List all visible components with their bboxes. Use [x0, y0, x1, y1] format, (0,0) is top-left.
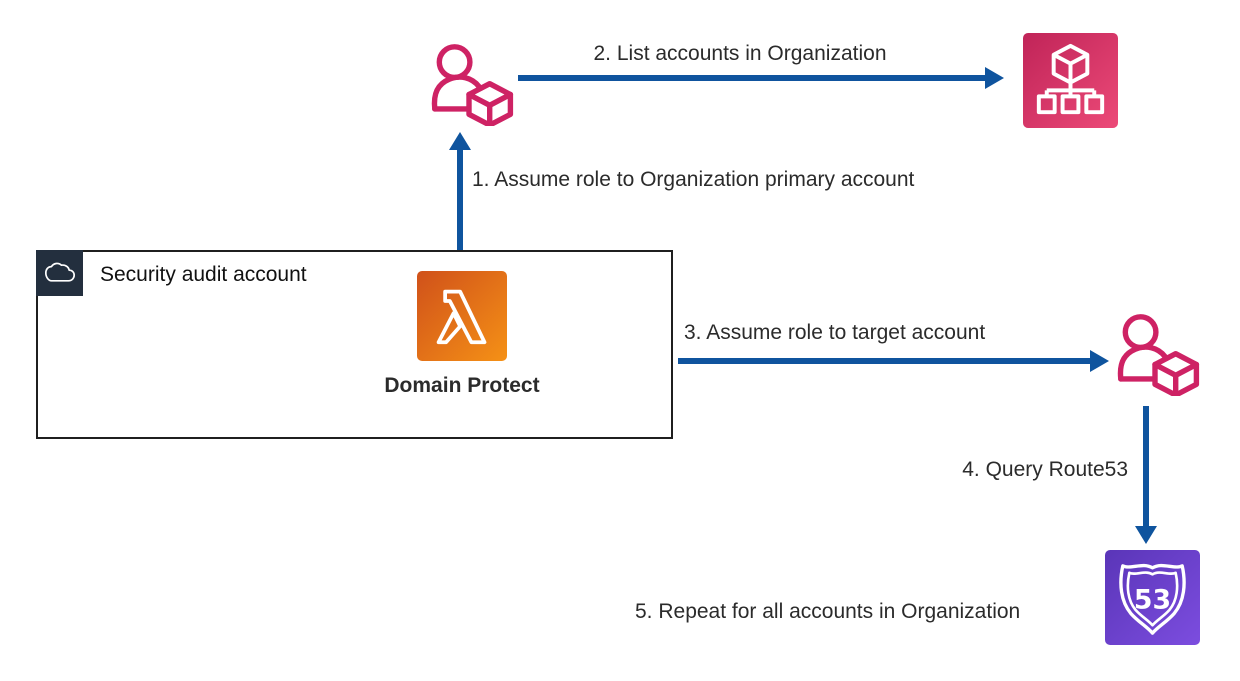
security-account-box: Security audit account Domain Protect — [36, 250, 673, 439]
arrow-step1-head — [449, 132, 471, 150]
step1-label: 1. Assume role to Organization primary a… — [472, 168, 915, 191]
step2-label: 2. List accounts in Organization — [593, 42, 887, 65]
arrow-step3-head — [1090, 350, 1109, 372]
arrow-step3-line — [678, 358, 1090, 364]
route53-icon: 53 — [1105, 550, 1200, 645]
step5-label: 5. Repeat for all accounts in Organizati… — [635, 600, 1021, 623]
arrow-step2-line — [518, 75, 985, 81]
lambda-caption: Domain Protect — [384, 374, 540, 397]
arrow-step1-line — [457, 150, 463, 250]
aws-lambda-icon — [417, 271, 507, 361]
iam-role-node-top — [424, 36, 514, 126]
arrow-step4-line — [1143, 406, 1149, 526]
organizations-node — [1023, 33, 1118, 128]
iam-role-icon — [424, 36, 514, 126]
iam-role-icon — [1110, 306, 1200, 396]
account-badge — [36, 250, 83, 296]
route53-node: 53 — [1105, 550, 1200, 645]
security-box-title: Security audit account — [100, 263, 307, 286]
step3-label: 3. Assume role to target account — [684, 321, 986, 344]
aws-cloud-icon — [43, 260, 77, 286]
arrow-step4-head — [1135, 526, 1157, 544]
route53-shield-text: 53 — [1134, 584, 1171, 615]
lambda-node — [417, 271, 507, 361]
iam-role-node-right — [1110, 306, 1200, 396]
step4-label: 4. Query Route53 — [962, 458, 1128, 481]
arrow-step2-head — [985, 67, 1004, 89]
aws-organizations-icon — [1023, 33, 1118, 128]
